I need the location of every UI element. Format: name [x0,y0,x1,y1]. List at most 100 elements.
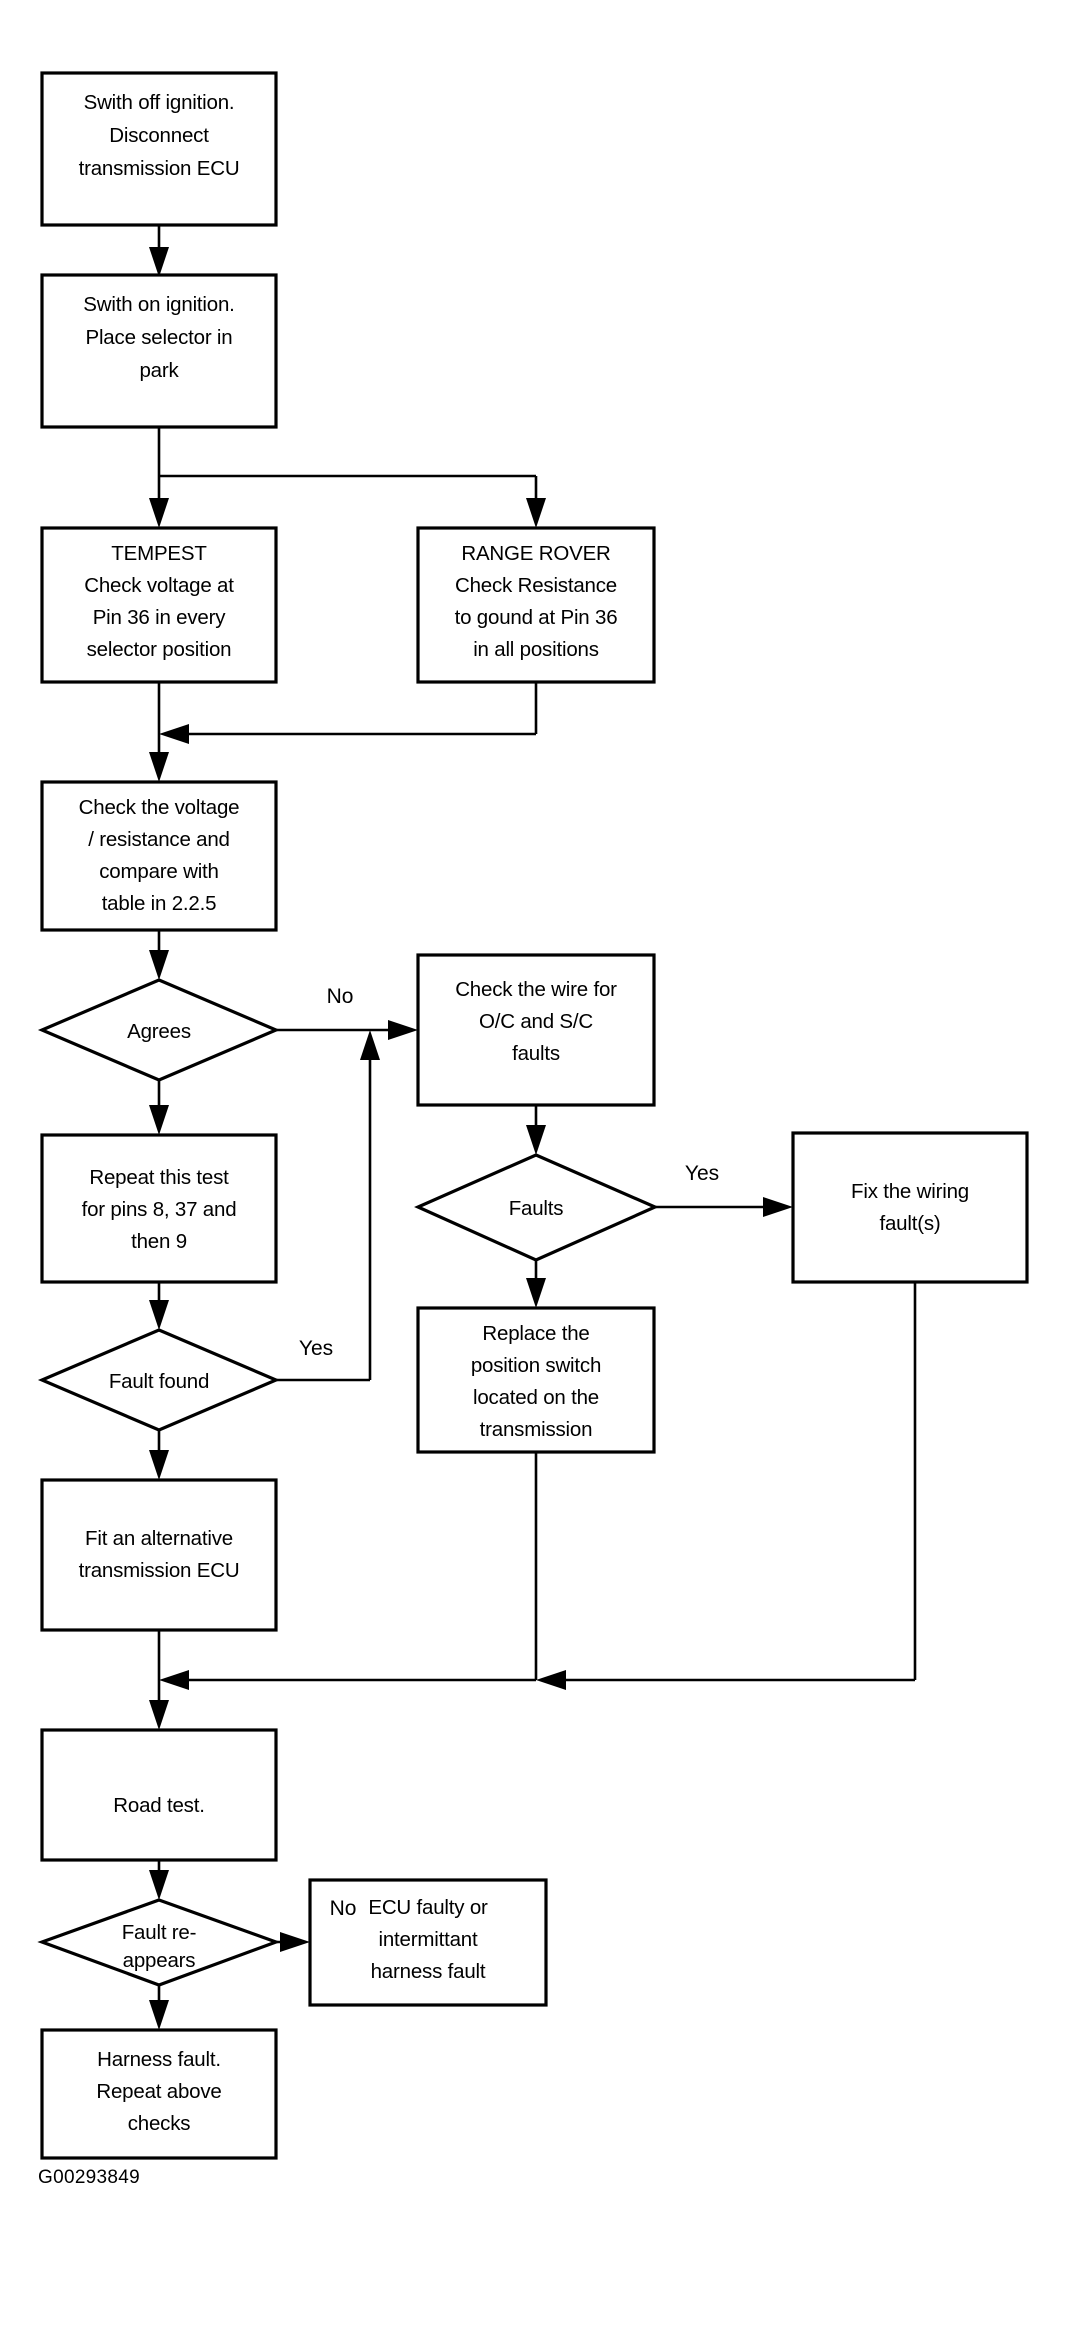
node-check-compare-line-4: table in 2.2.5 [102,892,217,915]
node-agrees-shape[interactable] [37,978,281,1082]
node-faults-label: Faults [509,1197,564,1220]
node-tempest-line-2: Check voltage at [84,574,234,597]
arrowhead-replaceswitch [526,1278,546,1308]
arrowhead-repeattest [149,1105,169,1135]
arrowhead-tempest [149,498,169,528]
node-tempest-shape[interactable] [40,526,278,684]
node-road-test-shape[interactable] [40,1728,278,1862]
node-replace-switch[interactable]: Replace the position switch located on t… [416,1306,656,1454]
node-check-compare-line-2: / resistance and [88,828,230,851]
node-fault-found[interactable]: Fault found [37,1328,281,1432]
node-range-rover[interactable]: RANGE ROVER Check Resistance to gound at… [416,526,656,684]
node-ecu-faulty-shape[interactable] [308,1878,548,2007]
node-fix-wiring-shape[interactable] [791,1131,1029,1284]
node-harness-fault[interactable]: Harness fault. Repeat above checks [40,2028,278,2160]
node-range-rover-line-2: Check Resistance [455,574,617,597]
edge-label-agrees-no: No [327,985,354,1008]
arrowhead-roadtest [149,1700,169,1730]
node-road-test-line-1: Road test. [113,1794,204,1817]
node-repeat-test-line-1: Repeat this test [89,1166,229,1189]
node-switch-off-line-2: Disconnect [109,124,209,147]
node-switch-on-line-2: Place selector in [85,326,232,349]
arrowhead-fixwiring [763,1197,793,1217]
node-switch-off-line-1: Swith off ignition. [84,91,235,114]
node-replace-switch-line-4: transmission [480,1418,593,1441]
arrowhead-merge-mid [536,1670,566,1690]
node-fit-ecu-line-2: transmission ECU [79,1559,240,1582]
node-faults-shape[interactable] [414,1153,659,1262]
node-repeat-test-shape[interactable] [40,1133,278,1284]
node-fix-wiring[interactable]: Fix the wiring fault(s) [791,1131,1029,1284]
arrowhead-rangerover [526,498,546,528]
node-replace-switch-line-3: located on the [473,1386,599,1409]
edge-label-faults-yes: Yes [685,1162,719,1185]
node-check-compare-line-3: compare with [99,860,219,883]
figure-caption: G00293849 [38,2167,140,2188]
arrowhead-faultfound [149,1300,169,1330]
arrowhead-merge-left-bottom [159,1670,189,1690]
connector-layer [149,225,917,2030]
node-tempest[interactable]: TEMPEST Check voltage at Pin 36 in every… [40,526,278,684]
node-harness-fault-line-3: checks [128,2112,191,2135]
node-tempest-line-3: Pin 36 in every [93,606,227,629]
arrowhead-fitecu [149,1450,169,1480]
node-fault-reappears-line-2: appears [123,1949,196,1972]
edge-label-fault-found-yes: Yes [299,1337,333,1360]
node-ecu-faulty-line-1: ECU faulty or [368,1896,488,1919]
arrowhead-faultfound-yes-join [360,1030,380,1060]
node-switch-on-line-1: Swith on ignition. [83,293,234,316]
node-fault-found-shape[interactable] [37,1328,281,1432]
arrowhead-harnessfault [149,2000,169,2030]
node-faults[interactable]: Faults [414,1153,659,1262]
edge-label-fault-reappears-no: No [330,1897,357,1920]
node-check-wire-line-3: faults [512,1042,560,1065]
node-check-wire-line-2: O/C and S/C [479,1010,593,1033]
arrowhead-ecufaulty [280,1932,310,1952]
node-fix-wiring-line-2: fault(s) [879,1212,940,1235]
arrowhead-checkcompare [149,752,169,782]
node-fault-reappears-shape[interactable] [37,1898,281,1987]
node-fault-found-label: Fault found [109,1370,209,1393]
node-agrees[interactable]: Agrees [37,978,281,1082]
node-range-rover-line-4: in all positions [473,638,599,661]
node-ecu-faulty-line-3: harness fault [371,1960,486,1983]
node-harness-fault-shape[interactable] [40,2028,278,2160]
arrowhead-switchon [149,247,169,277]
node-check-wire[interactable]: Check the wire for O/C and S/C faults [416,953,656,1107]
node-range-rover-shape[interactable] [416,526,656,684]
node-check-compare-shape[interactable] [40,780,278,932]
node-switch-off[interactable]: Swith off ignition. Disconnect transmiss… [40,71,278,227]
arrowhead-faultreappears [149,1870,169,1900]
node-ecu-faulty[interactable]: ECU faulty or intermittant harness fault [308,1878,548,2007]
node-range-rover-line-1: RANGE ROVER [461,542,610,565]
node-fit-ecu[interactable]: Fit an alternative transmission ECU [40,1478,278,1632]
node-check-wire-shape[interactable] [416,953,656,1107]
node-repeat-test-line-3: then 9 [131,1230,187,1253]
node-switch-off-shape[interactable] [40,71,278,227]
arrowhead-faults [526,1125,546,1155]
node-fit-ecu-shape[interactable] [40,1478,278,1632]
node-replace-switch-shape[interactable] [416,1306,656,1454]
node-fault-reappears-line-1: Fault re- [122,1921,197,1944]
arrowhead-merge-left [159,724,189,744]
node-road-test[interactable]: Road test. [40,1728,278,1862]
node-harness-fault-line-2: Repeat above [96,2080,221,2103]
node-switch-on-shape[interactable] [40,273,278,429]
node-fix-wiring-line-1: Fix the wiring [851,1180,969,1203]
node-repeat-test-line-2: for pins 8, 37 and [82,1198,237,1221]
arrowhead-agrees [149,950,169,980]
node-replace-switch-line-2: position switch [471,1354,601,1377]
node-check-wire-line-1: Check the wire for [455,978,617,1001]
node-repeat-test[interactable]: Repeat this test for pins 8, 37 and then… [40,1133,278,1284]
node-tempest-line-1: TEMPEST [111,542,207,565]
node-replace-switch-line-1: Replace the [482,1322,589,1345]
node-harness-fault-line-1: Harness fault. [97,2048,221,2071]
node-switch-on[interactable]: Swith on ignition. Place selector in par… [40,273,278,429]
node-switch-off-line-3: transmission ECU [79,157,240,180]
node-range-rover-line-3: to gound at Pin 36 [455,606,618,629]
node-agrees-label: Agrees [127,1020,191,1043]
node-ecu-faulty-line-2: intermittant [379,1928,479,1951]
node-check-compare[interactable]: Check the voltage / resistance and compa… [40,780,278,932]
node-fault-reappears[interactable]: Fault re- appears [37,1898,281,1987]
